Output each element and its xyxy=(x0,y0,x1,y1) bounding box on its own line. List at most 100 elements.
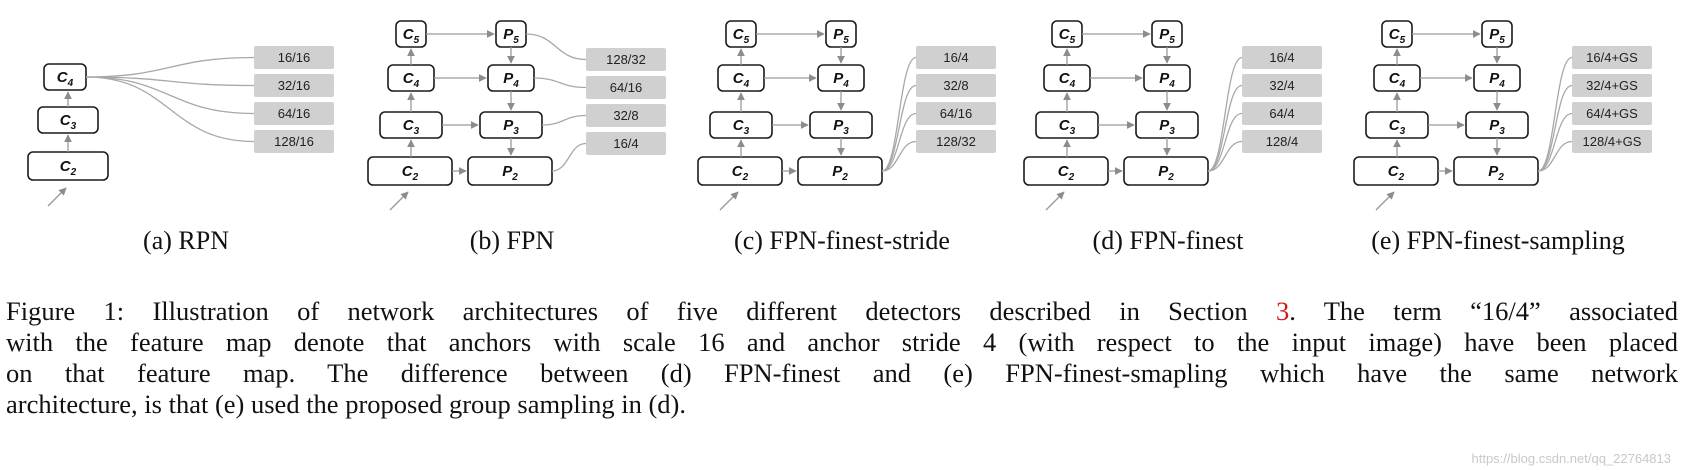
node-label: C4 xyxy=(57,69,74,89)
node-label: C2 xyxy=(1388,163,1405,183)
node-c4: C4 xyxy=(43,63,87,91)
node-label: P2 xyxy=(502,163,518,183)
svg-text:32/4+GS: 32/4+GS xyxy=(1586,78,1638,93)
anchor-connector xyxy=(85,76,255,87)
node-label: C3 xyxy=(1059,117,1076,137)
node-c5: C5 xyxy=(725,20,757,48)
node-c3: C3 xyxy=(1035,111,1099,139)
node-label: C5 xyxy=(733,26,750,46)
node-c2: C2 xyxy=(27,151,109,181)
anchor-badge: 16/4 xyxy=(586,132,666,155)
svg-text:128/4+GS: 128/4+GS xyxy=(1583,134,1642,149)
node-label: P4 xyxy=(1159,70,1175,90)
node-p5: P5 xyxy=(495,20,527,48)
svg-text:16/4: 16/4 xyxy=(943,50,968,65)
svg-text:16/4: 16/4 xyxy=(613,136,638,151)
node-label: C5 xyxy=(1059,26,1076,46)
anchor-connector xyxy=(881,112,917,172)
caption-line-4: architecture, is that (e) used the propo… xyxy=(6,389,686,419)
node-c5: C5 xyxy=(1051,20,1083,48)
svg-text:64/4: 64/4 xyxy=(1269,106,1294,121)
node-c3: C3 xyxy=(37,106,99,134)
svg-text:128/32: 128/32 xyxy=(936,134,976,149)
anchor-connector xyxy=(1537,84,1573,172)
node-label: P4 xyxy=(833,70,849,90)
node-p5: P5 xyxy=(1481,20,1513,48)
anchor-connector xyxy=(525,33,587,61)
node-p2: P2 xyxy=(467,156,553,186)
node-p3: P3 xyxy=(1465,111,1529,139)
section-ref-link[interactable]: 3 xyxy=(1275,296,1290,326)
node-c5: C5 xyxy=(1381,20,1413,48)
anchor-connector xyxy=(1537,56,1573,172)
node-label: C4 xyxy=(733,70,750,90)
anchor-badge: 128/32 xyxy=(586,48,666,71)
node-p3: P3 xyxy=(809,111,873,139)
anchor-badge: 32/4+GS xyxy=(1572,74,1652,97)
node-c4: C4 xyxy=(1373,64,1421,92)
node-c2: C2 xyxy=(1353,156,1439,186)
node-label: P5 xyxy=(503,26,519,46)
node-c3: C3 xyxy=(379,111,443,139)
node-c4: C4 xyxy=(387,64,435,92)
anchor-connector xyxy=(541,114,587,126)
subcaption-e: (e) FPN-finest-sampling xyxy=(1371,226,1625,255)
edge-arrow xyxy=(47,187,67,207)
anchor-badge: 64/4+GS xyxy=(1572,102,1652,125)
node-p5: P5 xyxy=(1151,20,1183,48)
anchor-badge: 128/4 xyxy=(1242,130,1322,153)
anchor-connector xyxy=(551,142,587,172)
svg-text:64/4+GS: 64/4+GS xyxy=(1586,106,1638,121)
node-label: C3 xyxy=(60,112,77,132)
anchor-connector xyxy=(533,77,587,89)
node-label: P2 xyxy=(832,163,848,183)
node-label: C4 xyxy=(1389,70,1406,90)
anchor-badge: 32/4 xyxy=(1242,74,1322,97)
edge-arrow xyxy=(389,191,409,211)
subcaption-d: (d) FPN-finest xyxy=(1092,226,1244,255)
node-label: P5 xyxy=(833,26,849,46)
anchor-badge: 16/4 xyxy=(916,46,996,69)
anchor-connector xyxy=(881,140,917,172)
node-label: P4 xyxy=(503,70,519,90)
edge-arrow xyxy=(1375,191,1395,211)
node-label: C5 xyxy=(1389,26,1406,46)
svg-text:32/4: 32/4 xyxy=(1269,78,1294,93)
node-p4: P4 xyxy=(487,64,535,92)
svg-text:32/8: 32/8 xyxy=(613,108,638,123)
anchor-connector xyxy=(1537,112,1573,172)
svg-text:64/16: 64/16 xyxy=(278,106,311,121)
node-p4: P4 xyxy=(1473,64,1521,92)
node-label: C2 xyxy=(402,163,419,183)
node-c4: C4 xyxy=(1043,64,1091,92)
node-label: C3 xyxy=(403,117,420,137)
node-c5: C5 xyxy=(395,20,427,48)
node-p2: P2 xyxy=(797,156,883,186)
svg-text:16/4: 16/4 xyxy=(1269,50,1294,65)
anchor-connector xyxy=(85,56,255,78)
svg-text:64/16: 64/16 xyxy=(940,106,973,121)
node-label: C2 xyxy=(732,163,749,183)
node-label: P4 xyxy=(1489,70,1505,90)
node-label: P2 xyxy=(1488,163,1504,183)
node-p4: P4 xyxy=(1143,64,1191,92)
node-c2: C2 xyxy=(367,156,453,186)
anchor-badge: 32/8 xyxy=(916,74,996,97)
anchor-badge: 32/8 xyxy=(586,104,666,127)
svg-text:64/16: 64/16 xyxy=(610,80,643,95)
edge-arrow xyxy=(719,191,739,211)
anchor-badge: 16/4 xyxy=(1242,46,1322,69)
svg-text:16/16: 16/16 xyxy=(278,50,311,65)
anchor-connector xyxy=(1207,112,1243,172)
node-label: C5 xyxy=(403,26,420,46)
anchor-badge: 128/16 xyxy=(254,130,334,153)
anchor-connector xyxy=(85,76,255,115)
node-label: P3 xyxy=(503,117,519,137)
caption-line-2: with the feature map denote that anchors… xyxy=(6,327,1678,357)
svg-text:128/4: 128/4 xyxy=(1266,134,1299,149)
anchor-badge: 64/16 xyxy=(916,102,996,125)
svg-text:16/4+GS: 16/4+GS xyxy=(1586,50,1638,65)
